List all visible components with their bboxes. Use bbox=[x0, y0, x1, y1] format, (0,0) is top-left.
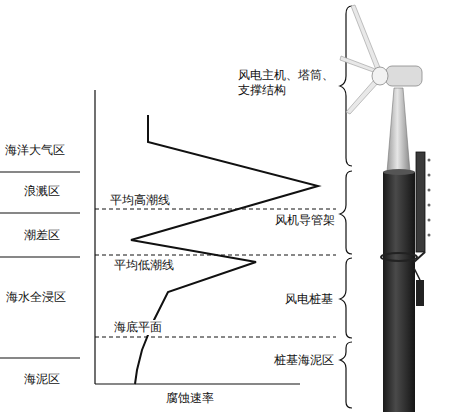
component-label: 风电主机、塔筒、支撑结构 bbox=[238, 68, 337, 98]
chart-axes bbox=[95, 90, 300, 384]
zone-label: 浪溅区 bbox=[24, 184, 60, 199]
reference-line-label: 海底平面 bbox=[112, 320, 164, 335]
component-label: 风机导管架 bbox=[273, 213, 337, 228]
reference-line-label: 平均高潮线 bbox=[108, 193, 172, 208]
wind-turbine bbox=[340, 5, 431, 412]
reference-line-label: 平均低潮线 bbox=[112, 258, 176, 273]
zone-label: 海泥区 bbox=[24, 372, 60, 387]
zone-label: 海水全浸区 bbox=[6, 290, 66, 305]
range-braces bbox=[340, 6, 352, 408]
axis-label: 腐蚀速率 bbox=[166, 391, 214, 406]
component-label: 风电桩基 bbox=[283, 292, 335, 307]
zone-label: 潮差区 bbox=[24, 228, 60, 243]
zone-label: 海洋大气区 bbox=[5, 143, 65, 158]
reference-lines bbox=[95, 209, 336, 337]
zone-separators bbox=[0, 172, 80, 358]
corrosion-curve bbox=[131, 115, 318, 384]
component-label: 桩基海泥区 bbox=[272, 353, 336, 368]
